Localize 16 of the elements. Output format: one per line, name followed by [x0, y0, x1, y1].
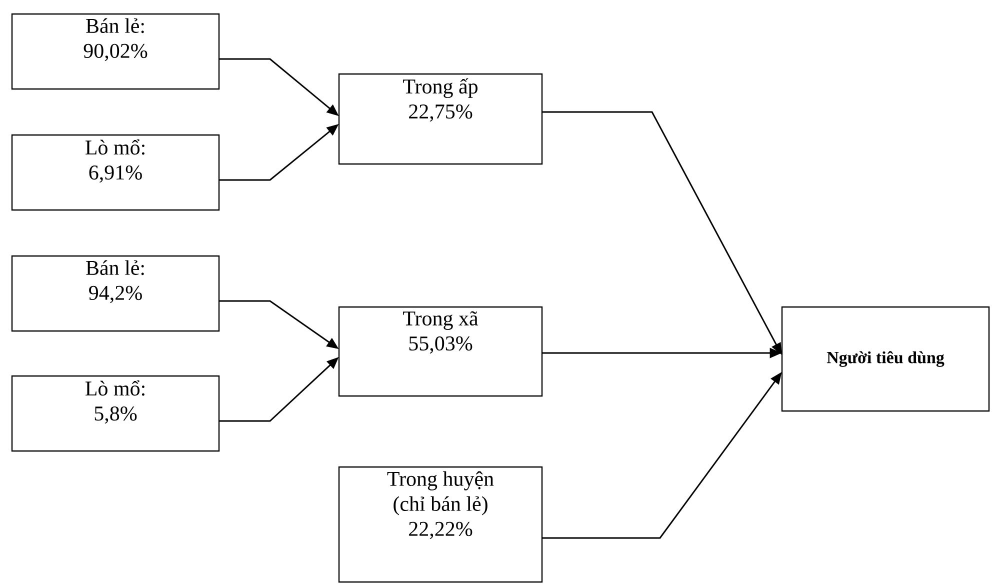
box-text: Trong huyện (chỉ bán lẻ) 22,22% — [387, 471, 494, 540]
process-box — [11, 134, 220, 211]
process-box — [781, 306, 990, 412]
box-text: Người tiêu dùng — [826, 351, 944, 367]
box-text: Lò mổ: 6,91% — [86, 139, 144, 183]
box-text: Lò mổ: 5,8% — [86, 380, 144, 424]
process-box — [11, 375, 220, 452]
box-text: Bán lẻ: 90,02% — [84, 18, 148, 62]
box-text: Trong xã 55,03% — [403, 311, 478, 354]
process-box — [338, 73, 543, 165]
box-text: Bán lẻ: 94,2% — [86, 260, 144, 304]
process-box — [338, 466, 543, 583]
process-box — [11, 255, 220, 332]
process-box — [338, 306, 543, 397]
box-text: Trong ấp 22,75% — [403, 78, 478, 122]
process-box — [11, 13, 220, 90]
